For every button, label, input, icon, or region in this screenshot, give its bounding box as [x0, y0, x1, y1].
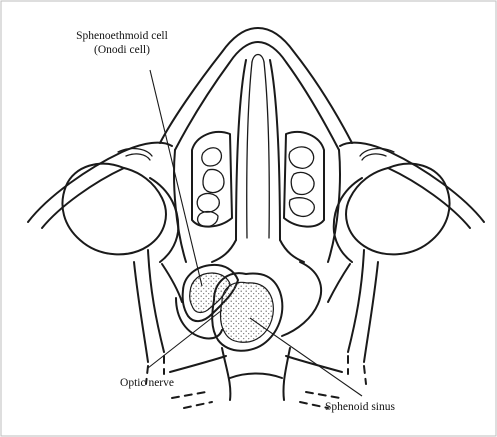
label-onodi-cell: (Onodi cell): [94, 44, 150, 56]
ethmoid-cells-left: [192, 132, 232, 227]
nasal-cavity-outline: [160, 28, 352, 150]
leader-sphenoid-sinus: [250, 318, 362, 396]
label-sphenoid-sinus: Sphenoid sinus: [325, 401, 395, 413]
label-optic-nerve: Optic nerve: [120, 377, 174, 389]
label-sphenoethmoid-cell: Sphenoethmoid cell: [76, 30, 168, 42]
leader-lines: [148, 70, 362, 396]
leader-onodi-cell: [150, 70, 202, 286]
nasal-septum: [236, 55, 280, 241]
right-orbit: [328, 143, 484, 384]
left-orbit: [28, 143, 182, 384]
skull-base-lower: [170, 348, 342, 408]
ethmoid-cells-right: [284, 132, 324, 227]
